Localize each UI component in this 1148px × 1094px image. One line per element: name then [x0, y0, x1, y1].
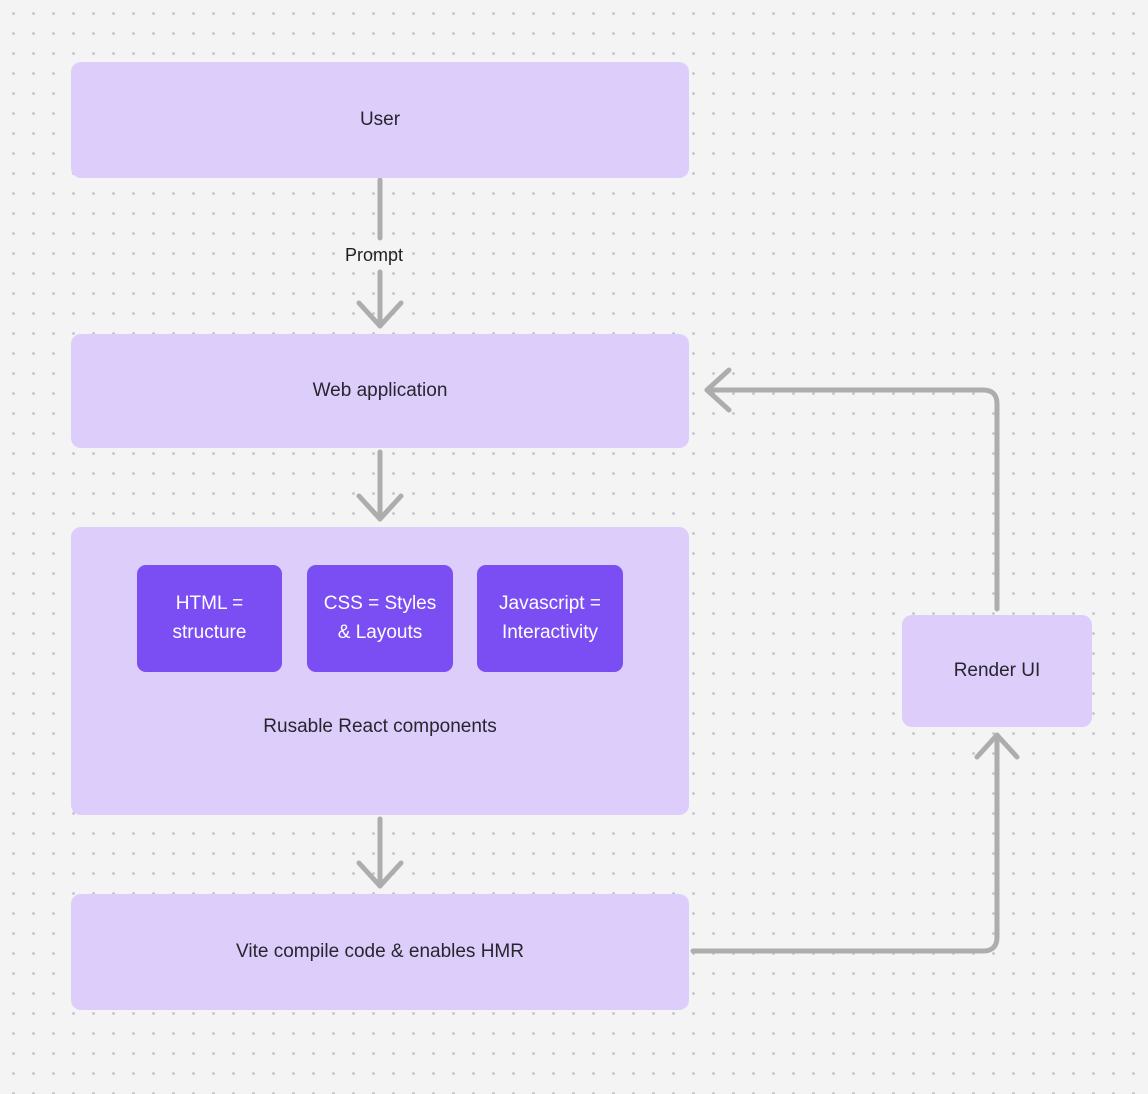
- arrowhead-up-render: [974, 732, 1020, 760]
- arrowhead-left-webapp: [704, 367, 732, 413]
- node-html-label-line1: HTML =: [175, 592, 244, 614]
- node-html[interactable]: HTML = structure: [137, 565, 282, 672]
- node-css-label-line1: CSS = Styles: [323, 592, 437, 614]
- arrowhead-down-vite: [356, 860, 404, 889]
- edge-render-to-webapp: [704, 387, 1000, 612]
- node-render-ui[interactable]: Render UI: [902, 615, 1092, 727]
- node-html-label-line2: structure: [172, 621, 247, 643]
- node-javascript-label: Javascript = Interactivity: [499, 590, 601, 648]
- edge-label-prompt: Prompt: [345, 245, 404, 265]
- node-render-ui-label: Render UI: [953, 659, 1041, 681]
- node-user[interactable]: User: [71, 62, 689, 178]
- edge-vite-to-render: [690, 732, 1000, 954]
- node-user-label: User: [359, 108, 401, 130]
- arrowhead-down-prompt: [356, 300, 404, 329]
- node-javascript-label-line1: Javascript =: [499, 592, 601, 614]
- node-css-label-line2: & Layouts: [337, 621, 423, 643]
- node-javascript[interactable]: Javascript = Interactivity: [477, 565, 623, 672]
- node-css[interactable]: CSS = Styles & Layouts: [307, 565, 453, 672]
- node-css-label: CSS = Styles & Layouts: [324, 590, 436, 648]
- node-javascript-label-line2: Interactivity: [501, 621, 599, 643]
- node-vite-label: Vite compile code & enables HMR: [236, 940, 524, 962]
- node-web-application-label: Web application: [312, 379, 448, 401]
- node-vite[interactable]: Vite compile code & enables HMR: [71, 894, 689, 1010]
- node-web-application[interactable]: Web application: [71, 334, 689, 448]
- node-react-components-caption: Rusable React components: [263, 716, 497, 737]
- node-html-label: HTML = structure: [173, 590, 247, 648]
- arrowhead-down-components: [356, 493, 404, 522]
